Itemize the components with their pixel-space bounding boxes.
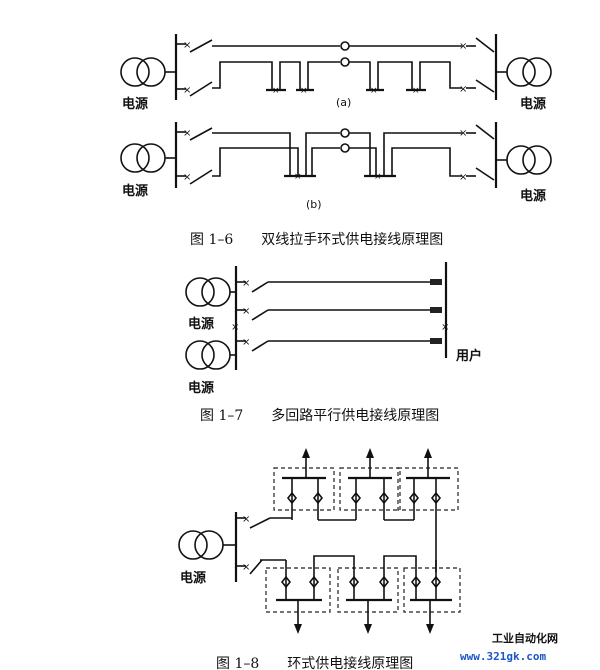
- transformer-symbol: [120, 57, 166, 87]
- parallel-feeders: × × ×: [236, 278, 442, 352]
- svg-text:×: ×: [459, 172, 467, 183]
- svg-text:×: ×: [374, 172, 382, 182]
- figure-caption: 图 1–6 双线拉手环式供电接线原理图: [190, 231, 443, 248]
- svg-text:×: ×: [370, 86, 378, 96]
- svg-text:×: ×: [183, 128, 191, 139]
- svg-text:×: ×: [242, 337, 250, 348]
- breaker-symbol: × ×: [176, 39, 213, 97]
- power-source-label: 电源: [122, 96, 148, 112]
- transformer-symbol: [120, 143, 166, 173]
- power-source-label: 电源: [188, 316, 214, 332]
- svg-text:工业自动化网: 工业自动化网: [492, 631, 558, 645]
- transformer-symbol: [506, 145, 552, 175]
- svg-text:×: ×: [242, 562, 250, 573]
- svg-text:×: ×: [300, 86, 308, 96]
- figure-1-6b: 电源 × × × × × × 电源: [120, 122, 552, 211]
- svg-text:×: ×: [183, 85, 191, 96]
- load-label: 用户: [455, 348, 482, 364]
- figure-caption: 图 1–8 环式供电接线原理图: [216, 655, 413, 670]
- transformer-symbol: [185, 340, 231, 370]
- figure-1-8: 电源 ×: [178, 448, 461, 634]
- power-source-label: 电源: [188, 380, 214, 396]
- svg-text:×: ×: [294, 172, 302, 182]
- svg-text:×: ×: [242, 278, 250, 289]
- svg-text:×: ×: [183, 172, 191, 183]
- ring-main-unit-row-lower: [260, 555, 461, 634]
- svg-text:×: ×: [231, 322, 239, 333]
- svg-text:×: ×: [242, 514, 250, 525]
- svg-text:×: ×: [441, 322, 449, 333]
- svg-text:×: ×: [459, 41, 467, 52]
- svg-text:×: ×: [183, 40, 191, 51]
- figure-caption: 图 1–7 多回路平行供电接线原理图: [200, 407, 439, 424]
- svg-text:×: ×: [412, 86, 420, 96]
- svg-text:×: ×: [459, 84, 467, 95]
- subfigure-label: (b): [306, 198, 322, 211]
- transformer-symbol: [185, 277, 231, 307]
- svg-text:×: ×: [459, 128, 467, 139]
- transformer-symbol: [178, 530, 224, 560]
- power-source-label: 电源: [180, 570, 206, 586]
- transformer-symbol: [506, 57, 552, 87]
- load-taps: × × × ×: [266, 86, 426, 96]
- power-source-label: 电源: [520, 188, 546, 204]
- ring-main-unit-row-upper: [273, 448, 459, 521]
- site-watermark: 工业自动化网 www.321gk.com: [460, 631, 558, 663]
- figure-1-7: × 电源 电源 × × × × 用户: [185, 262, 482, 396]
- svg-text:×: ×: [272, 86, 280, 96]
- svg-text:www.321gk.com: www.321gk.com: [460, 650, 546, 663]
- power-source-label: 电源: [520, 96, 546, 112]
- figure-1-6a: 电源 × × × × × × × ×: [120, 34, 552, 112]
- power-source-label: 电源: [122, 183, 148, 199]
- load-taps: × ×: [284, 172, 396, 182]
- svg-text:×: ×: [242, 306, 250, 317]
- subfigure-label: (a): [336, 96, 351, 109]
